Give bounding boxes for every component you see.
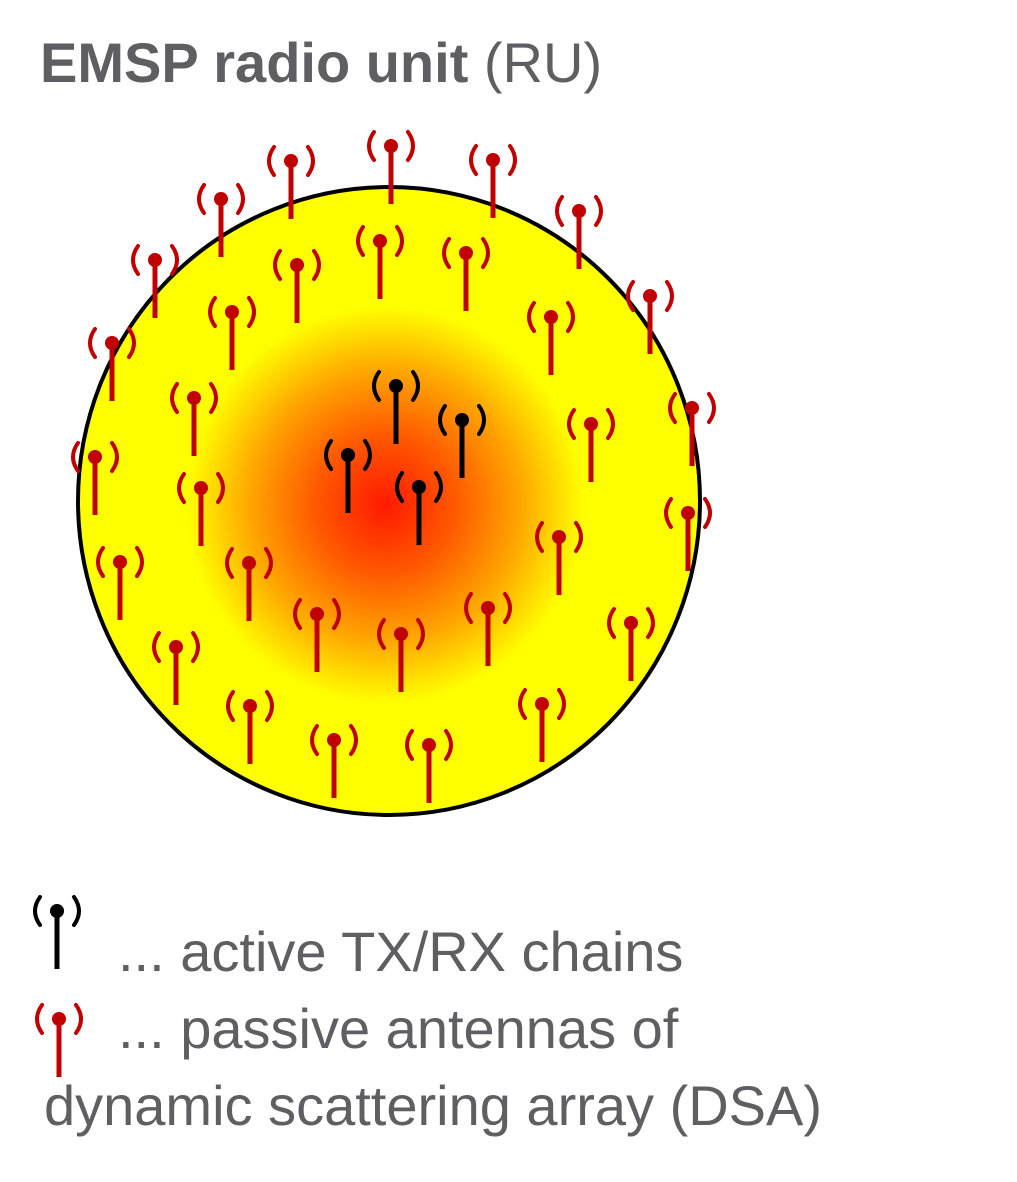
- passive-antenna-icon: [527, 301, 575, 375]
- antenna-array: [71, 130, 716, 803]
- passive-antenna-icon: [535, 521, 583, 595]
- title-plain: (RU): [483, 31, 603, 94]
- legend-passive-label-1: ... passive antennas of: [118, 997, 679, 1060]
- page-title: EMSP radio unit (RU): [40, 28, 602, 98]
- legend-passive-antenna-icon: [35, 1003, 83, 1077]
- passive-antenna-icon: [131, 244, 179, 318]
- passive-antenna-icon: [518, 688, 566, 762]
- passive-antenna-icon: [567, 408, 615, 482]
- passive-antenna-icon: [310, 724, 358, 798]
- passive-antenna-icon: [177, 472, 225, 546]
- passive-antenna-icon: [71, 441, 119, 515]
- passive-antenna-icon: [555, 195, 603, 269]
- passive-antenna-icon: [626, 280, 674, 354]
- passive-antenna-icon: [377, 618, 425, 692]
- active-antenna-icon: [372, 370, 420, 444]
- passive-antenna-icon: [197, 183, 245, 257]
- dsa-disc: [76, 185, 702, 817]
- passive-antenna-icon: [664, 497, 712, 571]
- active-antenna-icon: [395, 471, 443, 545]
- passive-antenna-icon: [267, 145, 315, 219]
- active-antenna-icon: [324, 439, 372, 513]
- passive-antenna-icon: [356, 225, 404, 299]
- legend-passive-label-2: dynamic scattering array (DSA): [44, 1074, 823, 1137]
- passive-antenna-icon: [226, 690, 274, 764]
- active-antenna-icon: [438, 404, 486, 478]
- passive-antenna-icon: [208, 296, 256, 370]
- passive-antenna-icon: [405, 729, 453, 803]
- passive-antenna-icon: [225, 547, 273, 621]
- passive-antenna-icon: [273, 249, 321, 323]
- passive-antenna-icon: [293, 598, 341, 672]
- passive-antenna-icon: [607, 607, 655, 681]
- legend-icons: [33, 895, 83, 1077]
- passive-antenna-icon: [152, 631, 200, 705]
- passive-antenna-icon: [469, 144, 517, 218]
- passive-antenna-icon: [96, 546, 144, 620]
- passive-antenna-icon: [367, 130, 415, 204]
- title-bold: EMSP radio unit: [40, 31, 469, 94]
- passive-antenna-icon: [88, 327, 136, 401]
- legend-active-antenna-icon: [33, 895, 81, 969]
- passive-antenna-icon: [442, 237, 490, 311]
- passive-antenna-icon: [464, 592, 512, 666]
- passive-antenna-icon: [170, 382, 218, 456]
- passive-antenna-icon: [668, 392, 716, 466]
- legend-active-label: ... active TX/RX chains: [118, 920, 684, 983]
